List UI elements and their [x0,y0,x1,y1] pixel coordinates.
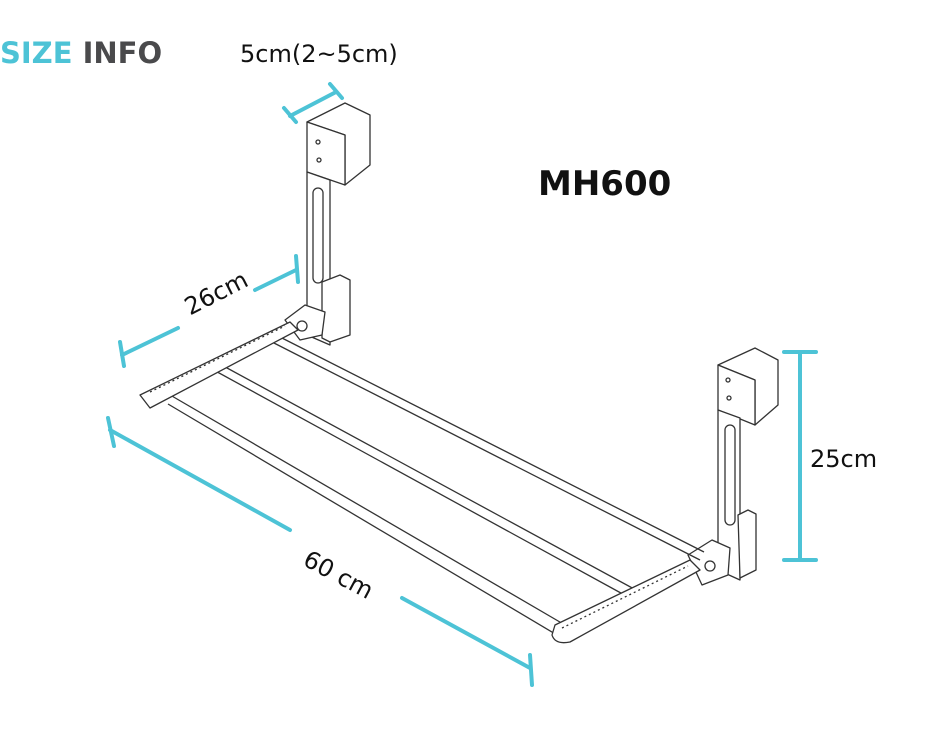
dim-line-hook-depth [282,82,344,124]
left-bracket [284,102,371,346]
left-arm [139,321,299,409]
dim-line-width [106,416,534,687]
rods [164,335,705,639]
dim-line-arm [118,254,300,368]
model-name: MH600 [538,164,672,204]
right-arm [551,559,701,644]
hook-depth-label: 5cm(2~5cm) [240,40,398,68]
size-info-title: SIZE INFO [0,36,162,70]
right-bracket [687,347,779,586]
title-rest: INFO [82,36,163,70]
title-accent: SIZE [0,36,73,70]
height-label: 25cm [810,445,878,473]
dim-line-height [782,350,818,562]
